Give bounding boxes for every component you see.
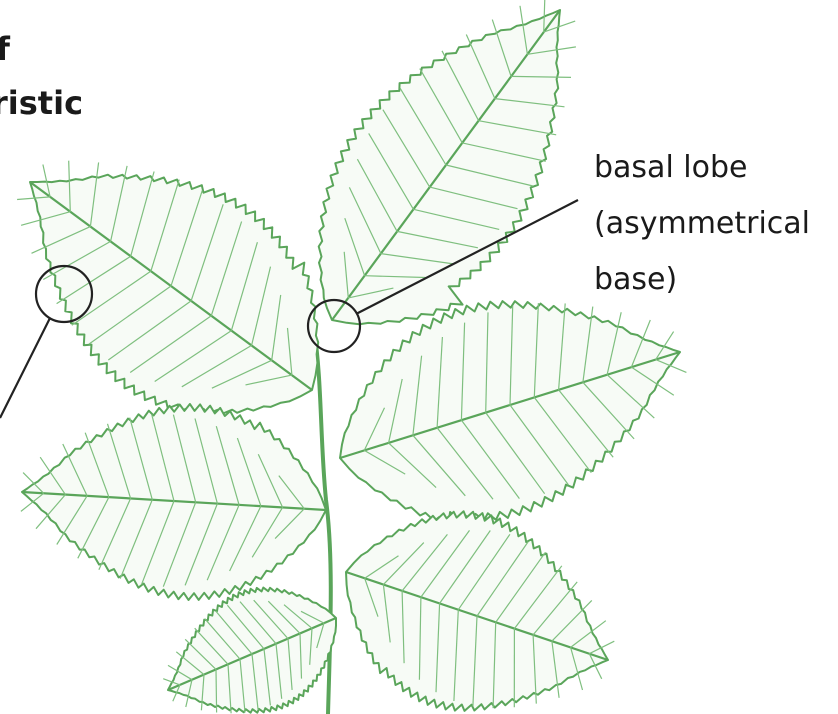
callout-line-left [0, 318, 50, 418]
basal-lobe-label-line-1: basal lobe [594, 140, 810, 196]
basal-lobe-label-line-2: (asymmetrical [594, 196, 810, 252]
title-line-1: f [0, 30, 10, 68]
leaf-lower-right [346, 511, 608, 711]
leaf-top [319, 10, 560, 324]
leaf-upper-right [340, 301, 680, 525]
title-line-2: ristic [0, 84, 83, 122]
basal-lobe-label: basal lobe (asymmetrical base) [594, 140, 810, 308]
leaf-bottom-left-vein [216, 669, 217, 712]
basal-lobe-label-line-3: base) [594, 252, 810, 308]
